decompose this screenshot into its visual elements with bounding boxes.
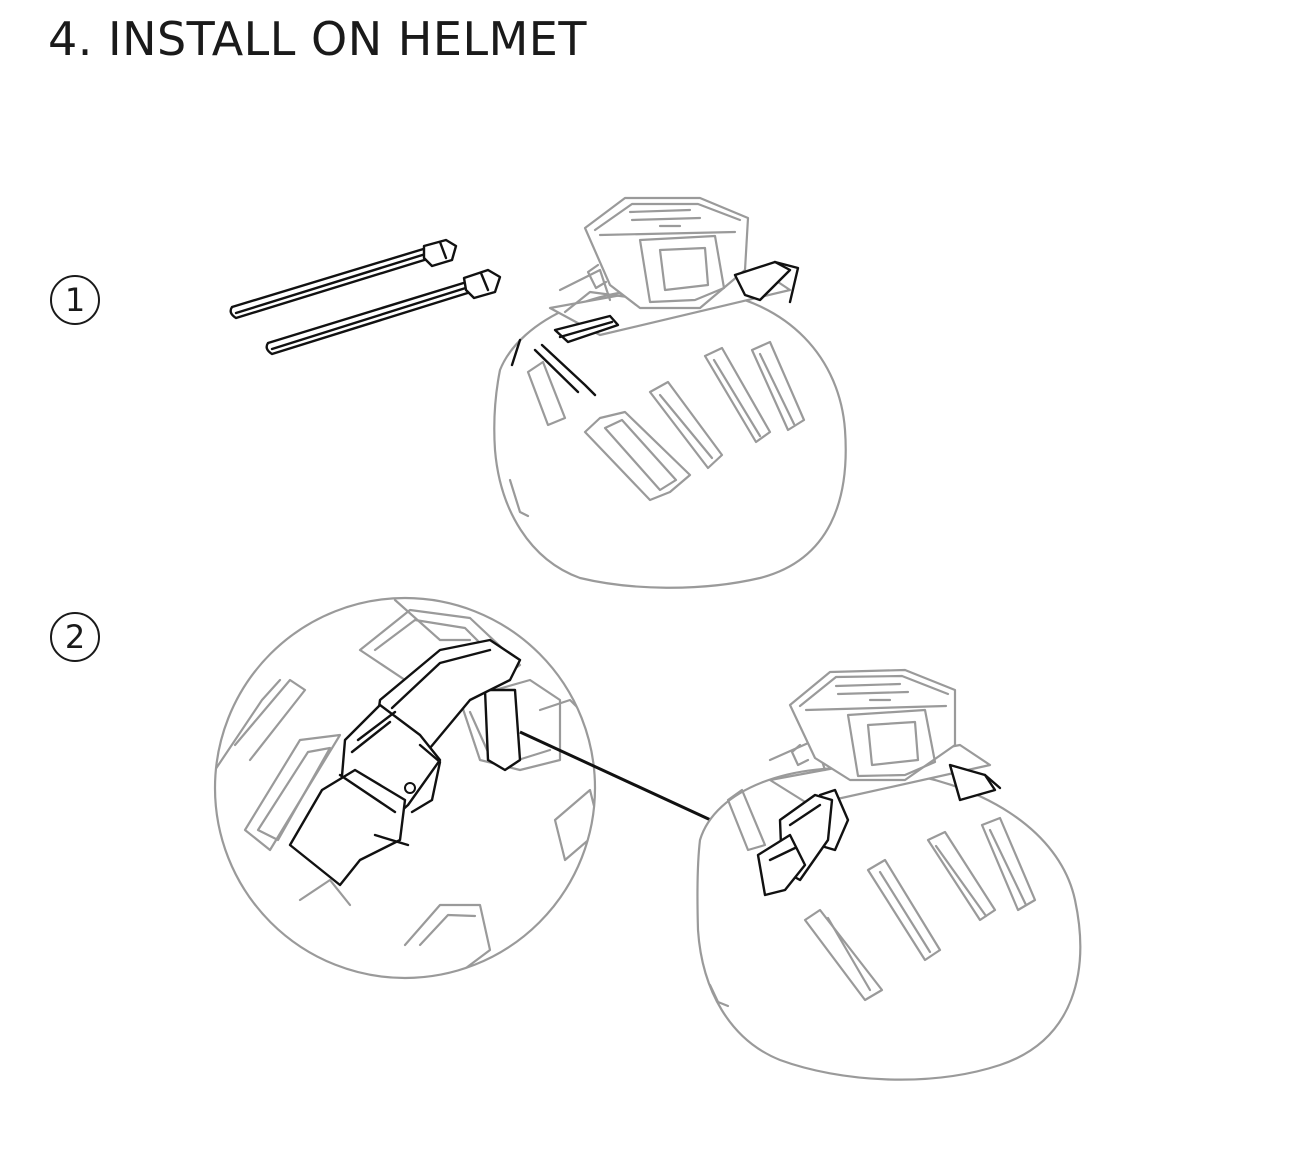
vent-slots bbox=[526, 340, 806, 502]
helmet-step-2 bbox=[696, 668, 1082, 1081]
straps-pair bbox=[229, 238, 502, 356]
page-title: 4. INSTALL ON HELMET bbox=[48, 12, 587, 66]
step-2-marker: 2 bbox=[50, 612, 100, 662]
strap-upper bbox=[229, 238, 458, 320]
strap-lower bbox=[265, 268, 502, 356]
light-unit bbox=[583, 196, 750, 310]
step-1-marker: 1 bbox=[50, 275, 100, 325]
vent-slots-2 bbox=[726, 788, 1037, 1002]
strap-fastened bbox=[756, 763, 1002, 897]
strap-detail-zoomed bbox=[288, 638, 522, 887]
strap-on-helmet bbox=[510, 260, 800, 397]
helmet-step-1 bbox=[493, 196, 847, 589]
zoom-detail-circle bbox=[213, 596, 597, 980]
light-unit-2 bbox=[788, 668, 957, 782]
